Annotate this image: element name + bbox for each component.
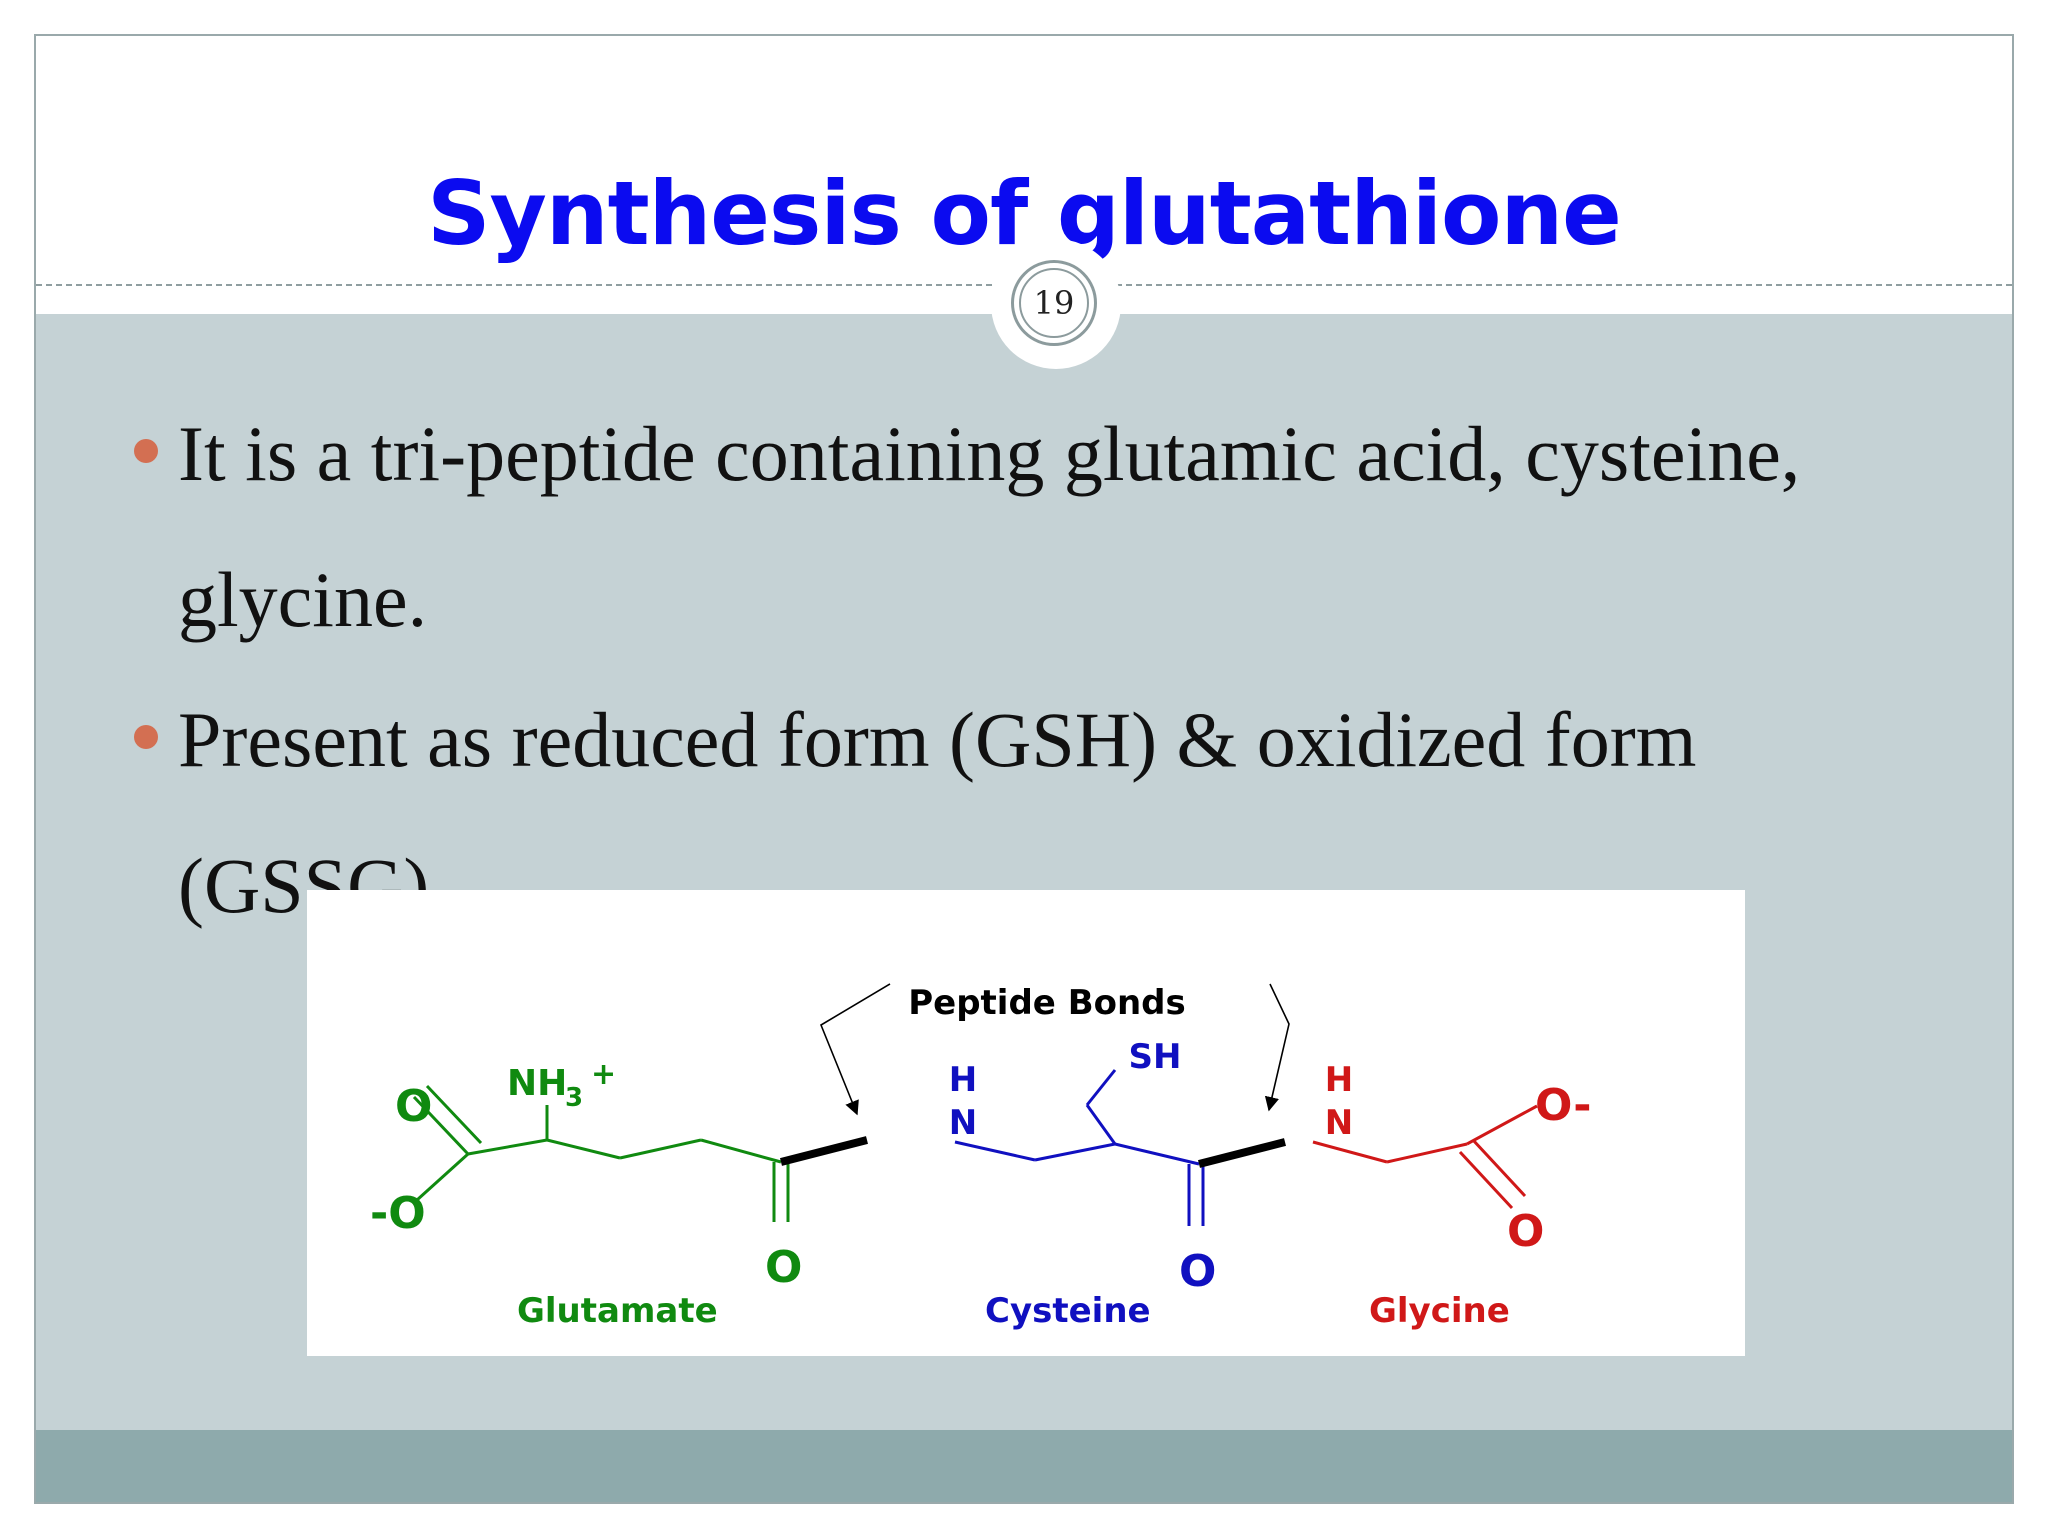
peptide-bond-line [1198,1138,1286,1168]
bullet-dot-icon [134,725,158,749]
atom-label: O [765,1242,802,1293]
atom-label: O- [1535,1080,1591,1131]
footer-band [36,1430,2012,1502]
page-number-badge: 19 [1011,260,1097,346]
page-number: 19 [1019,268,1089,338]
atom-label: H [949,1060,977,1100]
glycine-bonds [1312,1104,1538,1210]
atom-label: 3 [565,1083,583,1113]
bullet-dot-icon [134,439,158,463]
atom-label: O [1179,1246,1216,1297]
atom-label: N [1325,1103,1353,1143]
glycine-atoms: H N O- O Glycine [1325,1060,1592,1331]
atom-label: + [591,1057,616,1092]
peptide-bond-arrow-left [820,983,891,1116]
atom-label: SH [1129,1037,1182,1077]
cysteine-label: Cysteine [985,1291,1151,1331]
bullet-item: It is a tri-peptide containing glutamic … [134,381,1918,673]
atom-label: N [949,1103,977,1143]
atom-label: O [1507,1206,1544,1257]
glutathione-structure-diagram: Peptide Bonds O -O NH 3 + O Glutamate [370,983,1592,1331]
glutathione-structure-figure: Peptide Bonds O -O NH 3 + O Glutamate [307,890,1745,1356]
cysteine-atoms: H N SH O Cysteine [949,1037,1217,1331]
peptide-bonds-label: Peptide Bonds [908,983,1186,1023]
bullet-item: Present as reduced form (GSH) & oxidized… [134,667,1918,959]
atom-label: -O [370,1188,426,1239]
peptide-bond-arrow-right [1264,983,1290,1112]
atom-label: O [395,1081,432,1132]
glutamate-bonds [412,1084,790,1222]
glutamate-label: Glutamate [517,1291,718,1331]
glycine-label: Glycine [1369,1291,1510,1331]
atom-label: NH [507,1063,567,1104]
peptide-bond-line [780,1136,868,1166]
glutamate-atoms: O -O NH 3 + O Glutamate [370,1057,802,1331]
bullet-text: It is a tri-peptide containing glutamic … [178,410,1801,643]
slide-title: Synthesis of glutathione [427,162,1622,265]
cysteine-bonds [954,1069,1205,1226]
atom-label: H [1325,1060,1353,1100]
bullet-text: Present as reduced form (GSH) & oxidized… [178,696,1697,929]
